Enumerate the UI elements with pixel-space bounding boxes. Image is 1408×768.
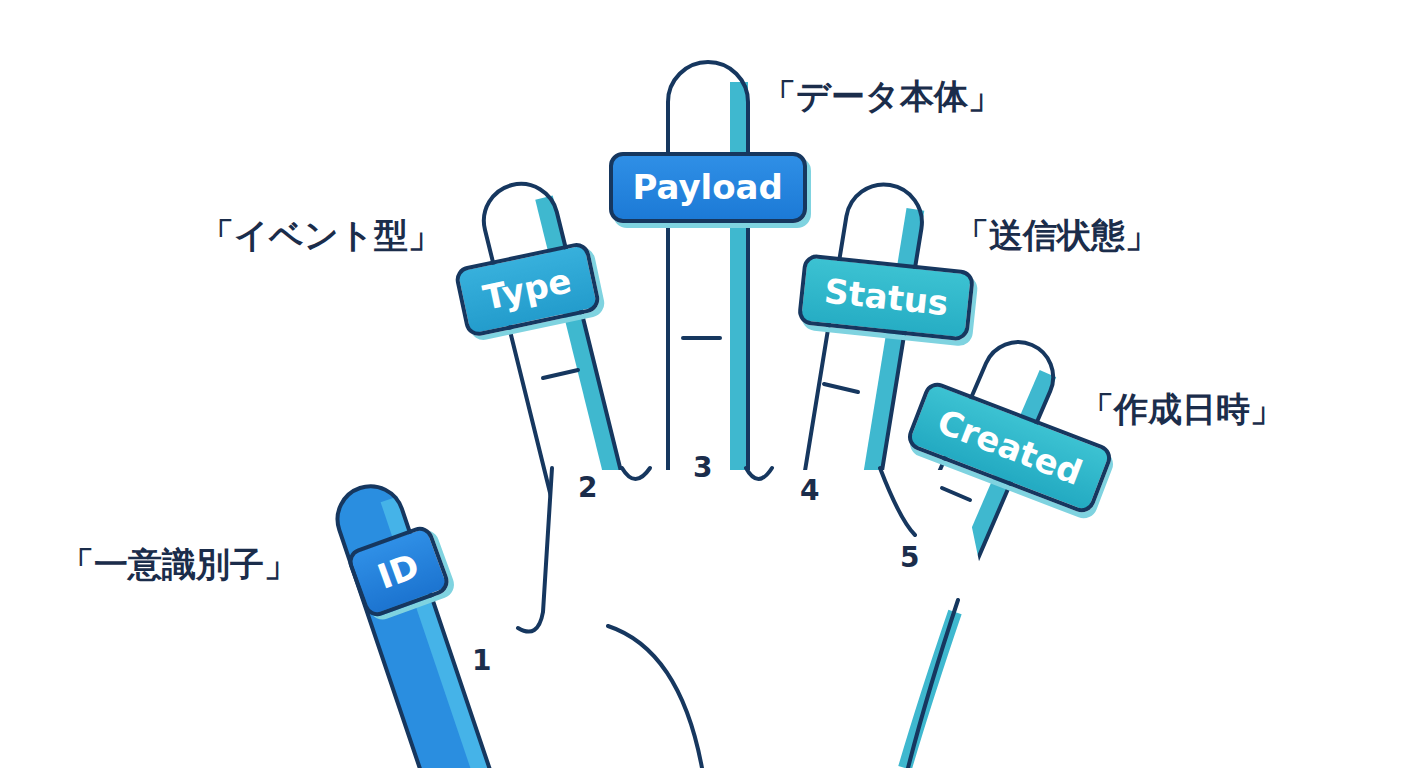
finger-valley [880, 468, 915, 535]
callout-number: 5 [900, 541, 919, 574]
palm-edge [518, 468, 552, 632]
field-description: 「データ本体」 [762, 74, 1002, 120]
field-name: ID [372, 545, 424, 597]
callout-number: 4 [800, 474, 819, 507]
palm-edge [908, 600, 958, 768]
finger-shape [329, 477, 506, 768]
finger-shape [668, 62, 748, 540]
knuckle-tick [824, 384, 858, 392]
finger-valley [746, 468, 772, 479]
field-description: 「送信状態」 [955, 213, 1159, 259]
field-description: 「一意識別子」 [60, 542, 298, 588]
callout-number: 2 [578, 471, 597, 504]
field-name: Status [822, 271, 950, 324]
callout-number: 3 [693, 451, 712, 484]
knuckle-tick [543, 370, 578, 378]
field-name: Type [479, 260, 574, 318]
finger-valley [622, 468, 650, 479]
palm-crease [608, 626, 702, 768]
field-tag: Type [453, 241, 602, 339]
field-description: 「イベント型」 [200, 213, 442, 259]
callout-number: 1 [472, 644, 491, 677]
knuckle-tick [942, 488, 970, 500]
field-tag: ID [344, 523, 452, 620]
field-name: Payload [633, 167, 783, 207]
field-description: 「作成日時」 [1080, 387, 1284, 433]
knuckle-tick [683, 336, 720, 340]
field-tag: Status [796, 253, 975, 342]
field-name: Created [932, 401, 1088, 493]
field-tag: Payload [609, 152, 807, 223]
